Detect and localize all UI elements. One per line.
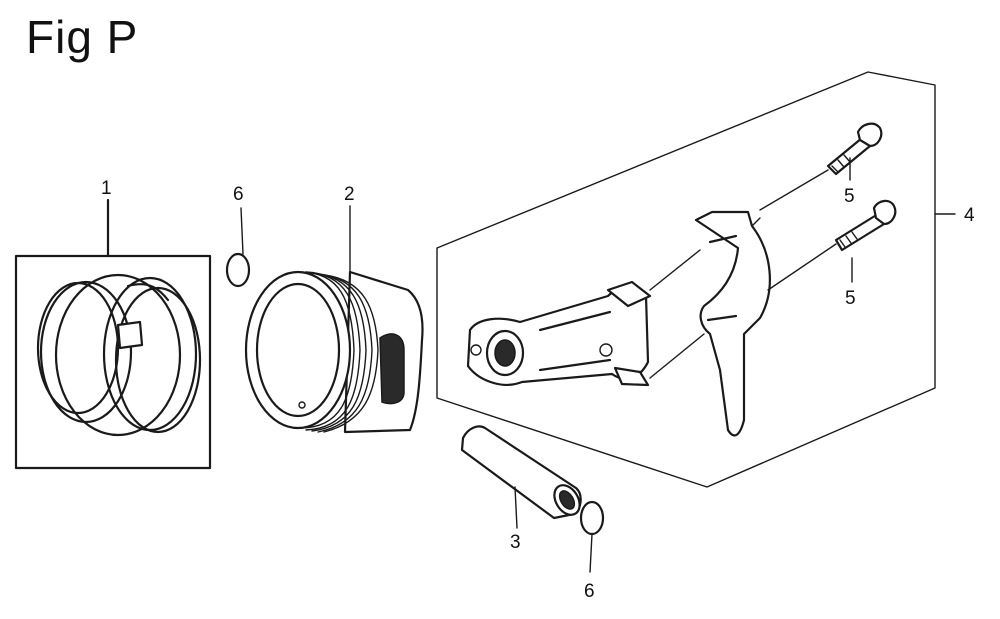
ring-set-box — [14, 254, 212, 470]
callout-5-lower: 5 — [845, 288, 856, 309]
assembly-outline — [436, 71, 936, 488]
callout-5-upper: 5 — [844, 186, 855, 207]
figure-title: Fig P — [26, 11, 139, 63]
leader-line-6-bottom — [589, 533, 593, 573]
leader-line-6-top — [240, 207, 244, 255]
piston-part — [244, 205, 424, 434]
callout-6-top: 6 — [233, 184, 244, 205]
callout-2: 2 — [344, 184, 355, 205]
piston-ring-set-part — [14, 198, 212, 470]
callout-4: 4 — [964, 205, 975, 226]
snap-ring-part-bottom — [579, 500, 605, 573]
connecting-rod-cap — [694, 210, 771, 437]
callout-6-bottom: 6 — [584, 581, 595, 602]
snap-ring-part-top — [225, 207, 251, 288]
connecting-rod-bolt-lower — [834, 199, 897, 252]
callout-3: 3 — [510, 532, 521, 553]
callout-1: 1 — [101, 178, 112, 199]
assembly-guide-lines — [649, 169, 837, 379]
piston-pin-part — [460, 425, 582, 529]
leader-line-3 — [514, 486, 518, 529]
connecting-rod-bolt-upper — [826, 122, 883, 176]
connecting-rod-assembly-part — [436, 71, 956, 488]
